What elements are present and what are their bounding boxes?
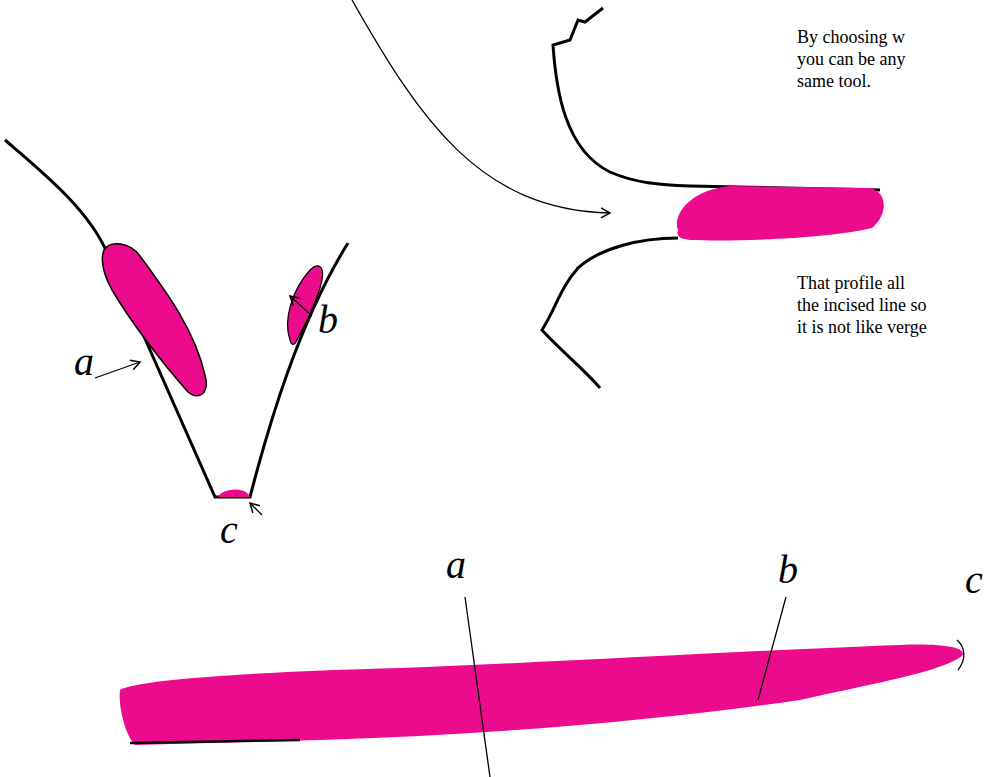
- note-text: That profile all the incised line so it …: [797, 272, 929, 338]
- contact-area: [677, 186, 884, 241]
- leader-arrow: [290, 296, 312, 316]
- incised-v: [5, 140, 348, 497]
- note-text: By choosing w you can be any same tool.: [797, 26, 927, 92]
- pointer-arrow: [352, 0, 610, 213]
- contact-area-a: [102, 244, 206, 396]
- callout-letter: a: [74, 342, 94, 382]
- leader-arrow: [250, 503, 262, 515]
- leader-arrow: [95, 362, 140, 378]
- callout-letter: c: [965, 560, 983, 600]
- callout-letter: c: [220, 510, 238, 550]
- section-line: [465, 597, 490, 777]
- contact-area-b: [288, 266, 323, 345]
- edge-line: [130, 740, 300, 743]
- section-line: [758, 597, 786, 700]
- blade-profile: [120, 645, 963, 745]
- tool-profile: [542, 238, 678, 388]
- callout-letter: b: [318, 300, 338, 340]
- callout-letter: a: [446, 545, 466, 585]
- callout-letter: b: [778, 550, 798, 590]
- contact-area-c: [218, 489, 250, 497]
- section-line: [957, 640, 964, 670]
